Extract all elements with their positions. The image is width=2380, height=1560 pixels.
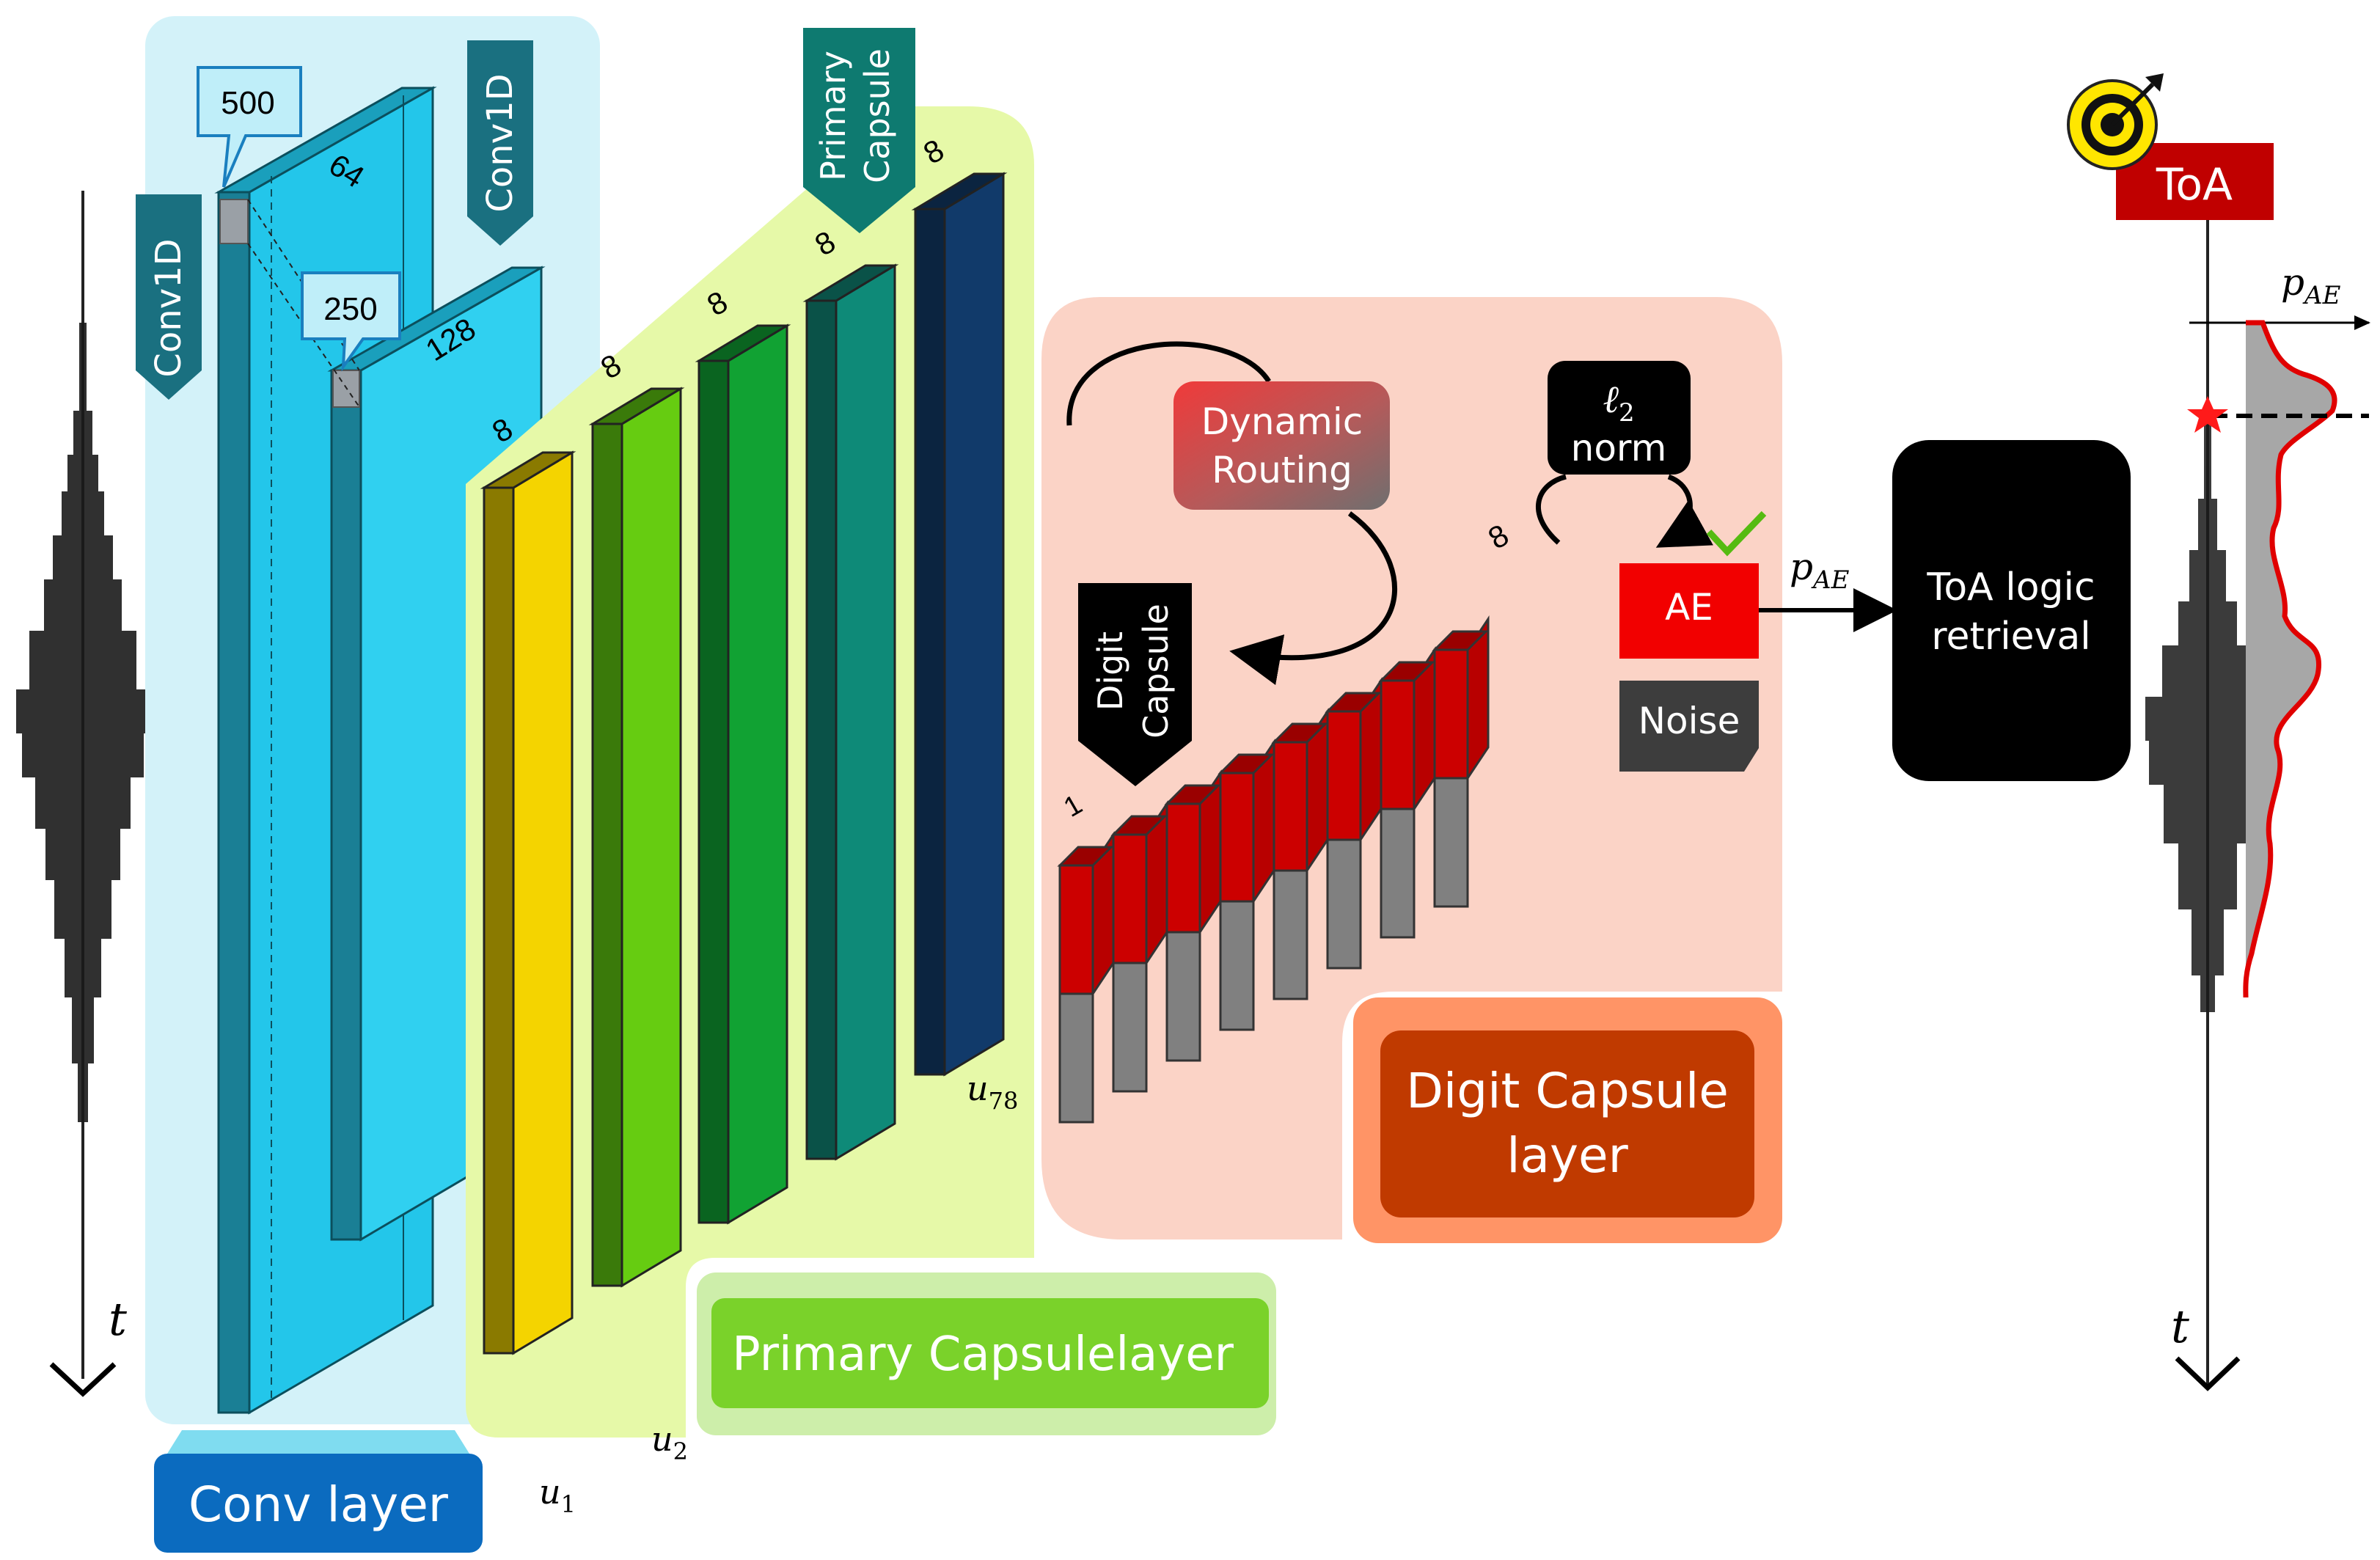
conv-layer-label — [154, 1454, 483, 1553]
svg-text:Primary: Primary — [813, 51, 853, 181]
routing-arc-arrow — [1229, 511, 1397, 686]
digit-capsule-vector — [1057, 615, 1490, 1124]
svg-text:norm: norm — [1571, 427, 1667, 469]
capsule-u78-label: u78 — [967, 1069, 1018, 1115]
input-axis-arrowhead — [49, 1362, 117, 1397]
primary-capsule-column: 8 — [911, 132, 1008, 1077]
noise-box — [1619, 681, 1759, 772]
svg-text:Digit Capsule: Digit Capsule — [1406, 1063, 1729, 1119]
svg-text:Digit: Digit — [1091, 631, 1130, 711]
callout-250: 250 — [301, 271, 401, 372]
output-waveform — [2145, 411, 2270, 1012]
primary-layer-label — [711, 1298, 1269, 1408]
pae-distribution-fill — [2245, 323, 2335, 997]
p-ae-label: pAE — [1790, 546, 1850, 595]
svg-text:500: 500 — [221, 85, 274, 121]
output-axis-arrowhead — [2175, 1356, 2241, 1391]
toa-star-icon — [2187, 396, 2228, 433]
digit-capsule-cell — [1432, 615, 1490, 908]
output-group: pAE ToA logic retrieval t — [1759, 73, 2370, 1391]
svg-text:ToA: ToA — [2156, 159, 2233, 210]
svg-text:Capsule: Capsule — [1136, 604, 1176, 739]
primary-capsule-column: 8 — [695, 284, 791, 1225]
norm-arc-left — [1536, 474, 1567, 545]
input-waveform — [16, 323, 150, 1122]
digit-capsule-cell — [1057, 831, 1115, 1124]
svg-text:Conv1D: Conv1D — [480, 73, 521, 212]
digit-capsule-cell — [1325, 677, 1383, 970]
svg-text:layer: layer — [1506, 1127, 1628, 1184]
conv-kernel-1 — [219, 199, 249, 244]
target-icon — [2067, 73, 2164, 170]
svg-text:250: 250 — [323, 291, 377, 327]
conv1d-tag-right: Conv1D — [467, 40, 533, 246]
primary-capsule-tag: Primary Capsule — [803, 28, 915, 233]
input-axis-t-label: t — [109, 1292, 127, 1346]
conv-layer-label-text: Conv layer — [188, 1476, 449, 1533]
digit-layer-label — [1380, 1030, 1754, 1217]
digit-capsule-group: 1 8 Dynamic Routing Digit Capsule ℓ2 nor… — [1041, 297, 1782, 1243]
capsule-u1-label: u1 — [539, 1472, 576, 1518]
digit-capsule-cell — [1218, 739, 1275, 1031]
svg-text:ToA logic: ToA logic — [1926, 565, 2095, 609]
primary-layer-label-text: Primary Capsulelayer — [732, 1328, 1234, 1382]
primary-capsule-column: 8 — [480, 411, 576, 1355]
capsule-u2-label: u2 — [651, 1419, 688, 1465]
svg-text:Routing: Routing — [1212, 449, 1352, 491]
digit-capsule-cell — [1164, 769, 1222, 1062]
output-axis-t-label: t — [2171, 1300, 2189, 1353]
callout-500: 500 — [197, 66, 302, 188]
l2-symbol: ℓ2 — [1603, 378, 1634, 428]
input-signal: t — [16, 191, 150, 1397]
svg-text:Dynamic: Dynamic — [1201, 400, 1363, 443]
dynamic-routing-box — [1173, 381, 1390, 510]
svg-text:retrieval: retrieval — [1931, 615, 2091, 659]
svg-text:Conv1D: Conv1D — [148, 238, 189, 377]
check-icon — [1706, 510, 1767, 557]
conv-layer-label-base — [167, 1430, 469, 1454]
primary-capsule-column: 8 — [802, 224, 899, 1161]
conv1d-tag-left: Conv1D — [136, 194, 202, 400]
output-plot: t pAE — [2145, 205, 2370, 1391]
toa-retrieval-box — [1892, 440, 2131, 781]
routing-arc-top — [1066, 341, 1271, 426]
svg-text:Capsule: Capsule — [857, 48, 897, 183]
pae-distribution-curve — [2243, 320, 2337, 998]
svg-text:AE: AE — [1665, 586, 1713, 629]
pae-axis-label: pAE — [2281, 261, 2341, 310]
pae-axis-arrowhead — [2354, 315, 2370, 330]
l2-norm-box — [1548, 361, 1691, 475]
svg-text:Noise: Noise — [1638, 700, 1740, 742]
digit-capsule-tag: Digit Capsule — [1078, 583, 1192, 786]
ae-box — [1619, 563, 1759, 659]
digit-capsule-cell — [1271, 708, 1329, 1000]
norm-arc-right — [1655, 474, 1713, 548]
primary-capsule-column: 8 — [588, 347, 685, 1288]
